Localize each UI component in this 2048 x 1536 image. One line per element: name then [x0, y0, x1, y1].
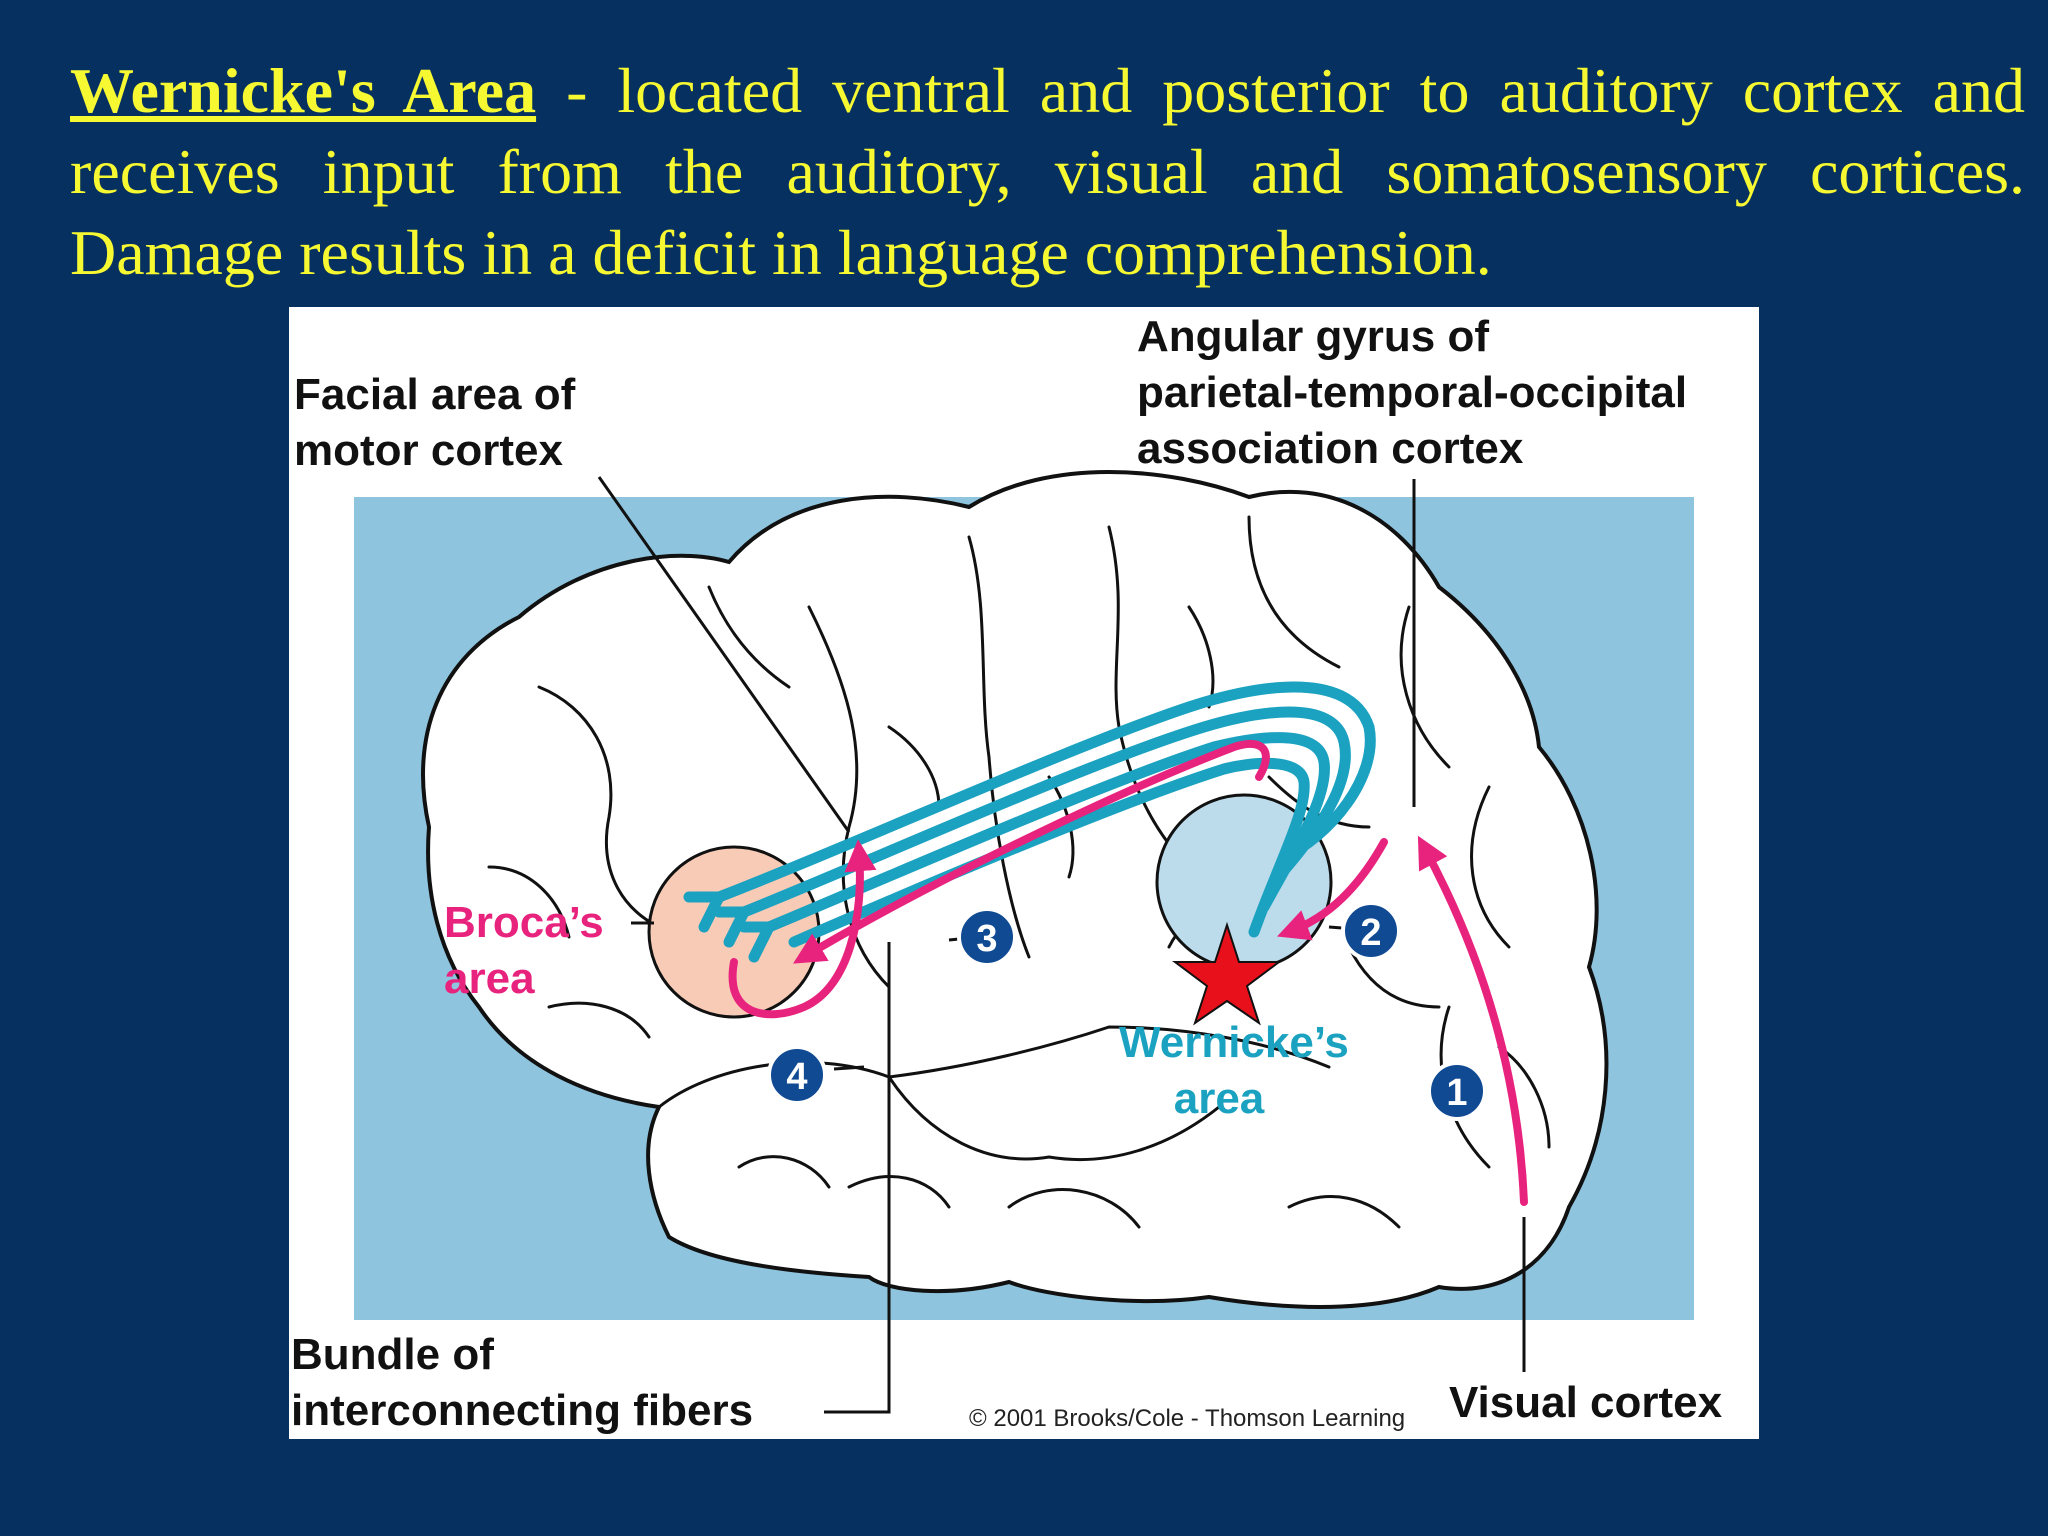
step-badge-4: 4 — [767, 1045, 827, 1105]
step-badge-3: 3 — [957, 907, 1017, 967]
brain-illustration: 1 2 3 4 — [354, 470, 1694, 1414]
lesion-star-icon — [1172, 921, 1282, 1026]
heading-description: - located ventral and posterior to audit… — [70, 55, 2025, 288]
copyright-credit: © 2001 Brooks/Cole - Thomson Learning — [969, 1405, 1406, 1432]
step-number: 2 — [1360, 912, 1381, 954]
step-number: 4 — [786, 1056, 807, 1098]
angular-to-wernicke-arrow — [1277, 838, 1388, 941]
step-number: 1 — [1446, 1072, 1467, 1114]
brain-language-diagram: 1 2 3 4 Facial area of motor cortex Angu… — [289, 307, 1759, 1439]
broca-to-motor-arrow — [728, 839, 877, 1019]
wernickes-area-label: Wernicke’s area — [1119, 1018, 1349, 1123]
heading-term: Wernicke's Area — [70, 55, 537, 126]
step-number: 3 — [976, 918, 997, 960]
visual-to-angular-arrow — [1417, 835, 1528, 1206]
slide-heading: Wernicke's Area - located ventral and po… — [70, 50, 2025, 293]
bundle-label: Bundle of interconnecting fibers — [291, 1330, 754, 1435]
brocas-area-label: Broca’s area — [444, 898, 604, 1003]
wernicke-to-broca-arrow — [793, 739, 1270, 964]
visual-cortex-label: Visual cortex — [1449, 1378, 1723, 1427]
step-badge-1: 1 — [1427, 1061, 1487, 1121]
step-badge-2: 2 — [1341, 901, 1401, 961]
brain-sulci — [487, 515, 1551, 1229]
angular-gyrus-label: Angular gyrus of parietal-temporal-occip… — [1137, 312, 1688, 473]
brain-outline — [421, 470, 1609, 1309]
leader-lines — [597, 476, 1526, 1414]
signal-pathway — [728, 739, 1528, 1206]
facial-area-label: Facial area of motor cortex — [294, 370, 576, 475]
